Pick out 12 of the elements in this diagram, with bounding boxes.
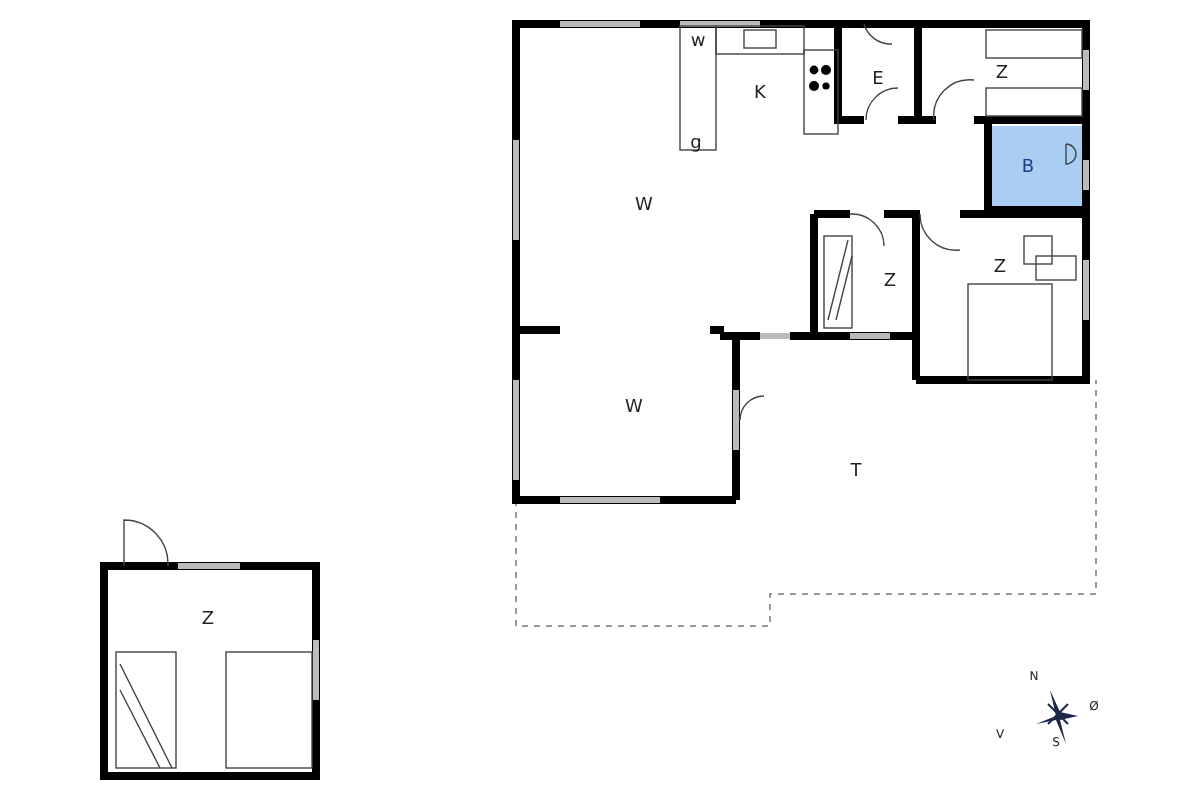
room-label: B <box>1021 158 1035 178</box>
room-label: Z <box>995 64 1009 84</box>
room-label: g <box>690 134 702 154</box>
room-label: Z <box>883 272 897 292</box>
room-label: w <box>690 32 706 52</box>
room-label: W <box>625 398 643 418</box>
room-label: W <box>635 196 653 216</box>
room-label: Z <box>201 610 215 630</box>
room-label: K <box>754 84 766 104</box>
room-label: T <box>850 462 862 482</box>
room-label: E <box>872 70 884 90</box>
room-label: Z <box>993 258 1007 278</box>
